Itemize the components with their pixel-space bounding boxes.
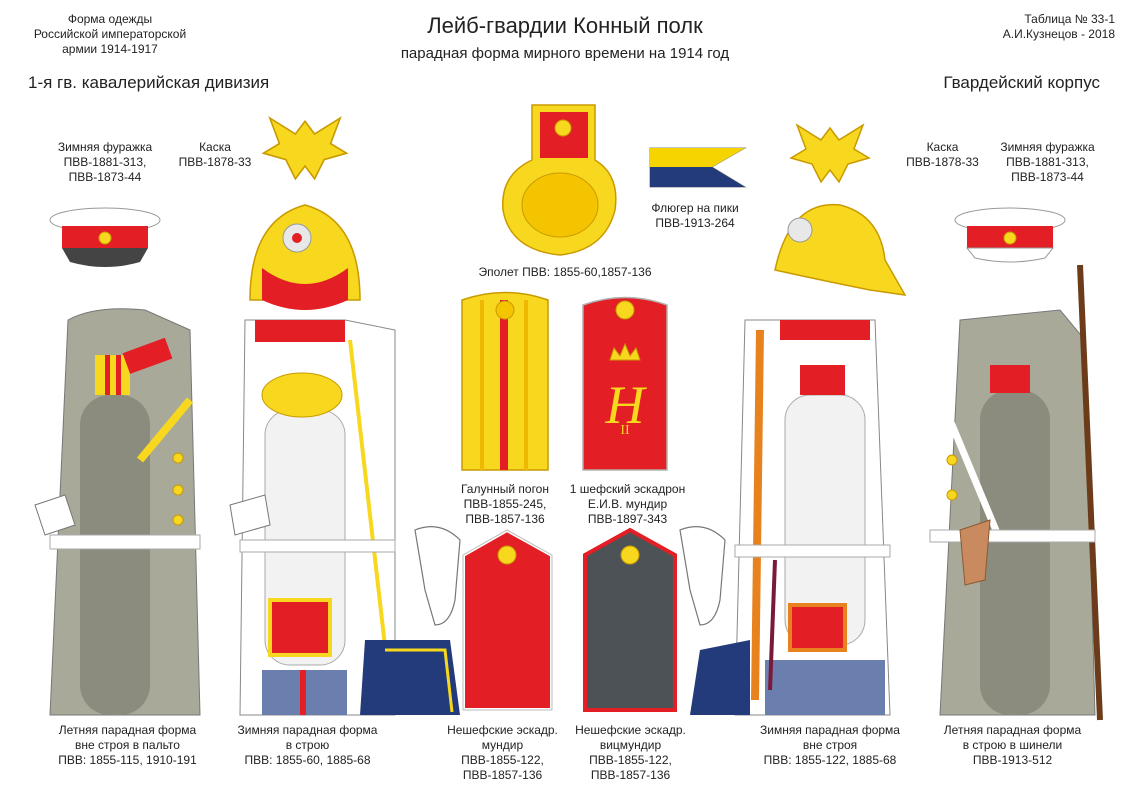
galloon-shoulder-board — [461, 291, 549, 471]
figure6-caption: Летняя парадная форма в строю в шинели П… — [943, 723, 1082, 767]
page-title: Лейб-гвардии Конный полк — [427, 13, 703, 38]
white-gloves-right — [679, 526, 726, 626]
chef-squadron-label: 1 шефский эскадрон Е.И.В. мундир ПВВ-189… — [569, 482, 686, 526]
non-chef-uniform-board — [461, 527, 554, 712]
star-of-st-andrew-icon — [285, 226, 309, 250]
figure-summer-coat-left — [34, 308, 201, 716]
white-gloves-left — [414, 526, 461, 626]
double-headed-eagle-icon — [292, 130, 318, 152]
chef-squadron-shoulder-board — [582, 296, 668, 471]
cap-left-label: Зимняя фуражка ПВВ-1881-313, ПВВ-1873-44 — [57, 140, 153, 184]
helmet-left — [249, 117, 361, 310]
figure-summer-greatcoat-right — [929, 264, 1103, 721]
non-chef-vice-uniform-board — [583, 527, 677, 712]
lance-pennant — [649, 147, 747, 188]
epaulette-label: Эполет ПВВ: 1855-60,1857-136 — [478, 265, 652, 279]
figure1-caption: Летняя парадная форма вне строя в пальто… — [58, 723, 197, 767]
helmet-right-label: Каска ПВВ-1878-33 — [906, 140, 979, 169]
cap-right-label: Зимняя фуражка ПВВ-1881-313, ПВВ-1873-44 — [1000, 140, 1095, 184]
helmet-left-label: Каска ПВВ-1878-33 — [178, 140, 252, 169]
figure2-caption: Зимняя парадная форма в строю ПВВ: 1855-… — [237, 723, 378, 767]
epaulette — [502, 104, 617, 256]
helmet-right — [774, 124, 907, 296]
winter-cap-left — [49, 207, 161, 267]
galloon-board-label: Галунный погон ПВВ-1855-245, ПВВ-1857-13… — [460, 482, 549, 526]
crown-icon — [610, 344, 640, 360]
figure-winter-parade-out-of-ranks — [690, 319, 891, 716]
monogram-letter: Н — [605, 375, 645, 435]
figure3-caption: Нешефские эскадр. мундир ПВВ-1855-122, П… — [447, 723, 558, 782]
header-right: Таблица № 33-1 А.И.Кузнецов - 2018 — [1002, 12, 1115, 41]
page-subtitle: парадная форма мирного времени на 1914 г… — [400, 45, 730, 62]
header-left: Форма одежды Российской императорской ар… — [33, 12, 187, 56]
division-label: 1-я гв. кавалерийская дивизия — [28, 73, 270, 92]
corps-label: Гвардейский корпус — [943, 73, 1100, 92]
winter-cap-right — [954, 207, 1066, 263]
figure5-caption: Зимняя парадная форма вне строя ПВВ: 185… — [760, 723, 900, 767]
figure4-caption: Нешефские эскадр. вицмундир ПВВ-1855-122… — [575, 723, 686, 782]
monogram-numeral: II — [620, 423, 630, 438]
figure-winter-parade-ranks — [229, 319, 460, 716]
pennant-label: Флюгер на пики ПВВ-1913-264 — [651, 201, 739, 230]
